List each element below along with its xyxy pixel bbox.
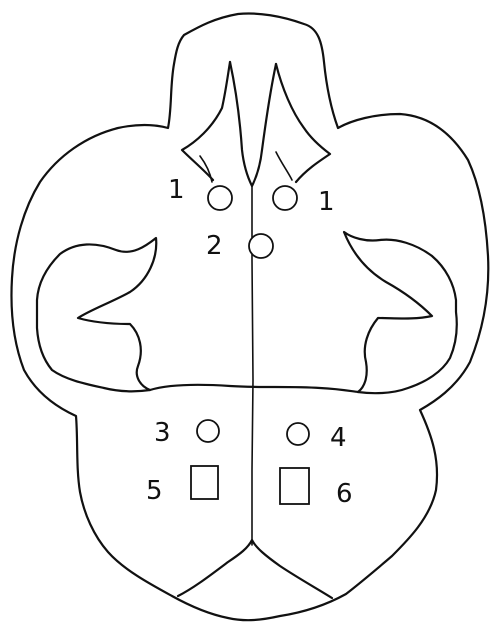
site-marker-4 [287,423,309,445]
olfactory-lobe-right [276,64,330,182]
site-marker-1-left [208,186,232,210]
label-site-2: 2 [206,231,223,261]
site-marker-6 [280,468,309,504]
label-site-1-right: 1 [318,187,335,217]
olfactory-tract-right [276,152,292,180]
olfactory-lobe-left [182,62,230,180]
label-site-5: 5 [146,476,163,506]
olfactory-lobe-center [230,62,276,186]
label-site-4: 4 [330,423,347,453]
site-marker-1-right [273,186,297,210]
caudal-notch [178,540,332,598]
label-site-1-left: 1 [168,175,185,205]
label-site-3: 3 [154,418,171,448]
temporal-lobe-left [37,238,156,391]
temporal-lobe-right [344,232,457,393]
label-site-6: 6 [336,479,353,509]
site-marker-3 [197,420,219,442]
brain-outline [12,13,489,620]
transverse-line [150,385,358,392]
site-marker-2 [249,234,273,258]
site-marker-5 [191,466,218,499]
